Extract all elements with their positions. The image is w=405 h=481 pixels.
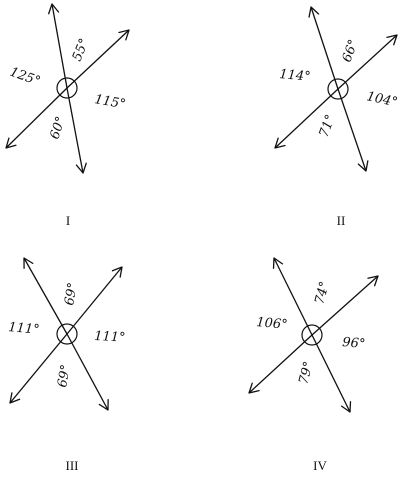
vertex-circle bbox=[56, 77, 78, 99]
angle-label-left: 114° bbox=[279, 67, 312, 85]
figure-i: 125° 55° 115° 60° I bbox=[5, 3, 130, 228]
angle-label-left: 125° bbox=[8, 65, 43, 90]
angle-label-right: 96° bbox=[342, 335, 366, 352]
angle-label-top: 66° bbox=[340, 38, 362, 65]
figure-ii: 114° 66° 104° 71° II bbox=[274, 6, 399, 228]
line-diagonal bbox=[66, 29, 130, 89]
angle-label-right: 111° bbox=[94, 329, 126, 346]
angle-label-bottom: 79° bbox=[296, 360, 316, 386]
angle-label-left: 111° bbox=[8, 320, 41, 338]
vertex-circle bbox=[301, 324, 323, 346]
vertex-circle bbox=[327, 78, 349, 100]
figure-iii: 111° 69° 111° 69° III bbox=[8, 257, 126, 473]
line-steep bbox=[272, 257, 313, 336]
angle-label-left: 106° bbox=[256, 315, 289, 333]
angle-label-top: 74° bbox=[312, 280, 332, 306]
line-left-diagonal bbox=[66, 333, 109, 411]
angle-label-right: 104° bbox=[365, 89, 399, 110]
line-steep bbox=[308, 6, 339, 90]
line-right-diagonal bbox=[66, 266, 123, 335]
line-right-diagonal bbox=[9, 333, 68, 404]
angle-label-top: 55° bbox=[70, 37, 93, 64]
angle-label-right: 115° bbox=[93, 92, 126, 112]
figure-numeral: I bbox=[66, 213, 70, 228]
line-diagonal bbox=[311, 275, 379, 336]
line-steep bbox=[337, 88, 369, 172]
line-diagonal bbox=[248, 334, 313, 394]
figure-numeral: III bbox=[66, 458, 79, 473]
line-diagonal bbox=[274, 88, 339, 149]
line-left-diagonal bbox=[23, 257, 68, 335]
angle-label-bottom: 60° bbox=[48, 115, 69, 142]
figure-iv: 106° 74° 96° 79° IV bbox=[248, 257, 379, 473]
figure-numeral: II bbox=[337, 213, 346, 228]
figure-numeral: IV bbox=[313, 458, 327, 473]
angle-label-bottom: 69° bbox=[55, 363, 74, 388]
angle-label-bottom: 71° bbox=[317, 113, 339, 140]
line-diagonal bbox=[337, 34, 398, 90]
line-steep bbox=[311, 334, 352, 413]
line-steep bbox=[66, 87, 87, 174]
line-steep bbox=[48, 3, 68, 89]
vertex-circle bbox=[56, 323, 78, 345]
angle-label-top: 69° bbox=[62, 281, 81, 306]
line-diagonal bbox=[5, 87, 68, 149]
